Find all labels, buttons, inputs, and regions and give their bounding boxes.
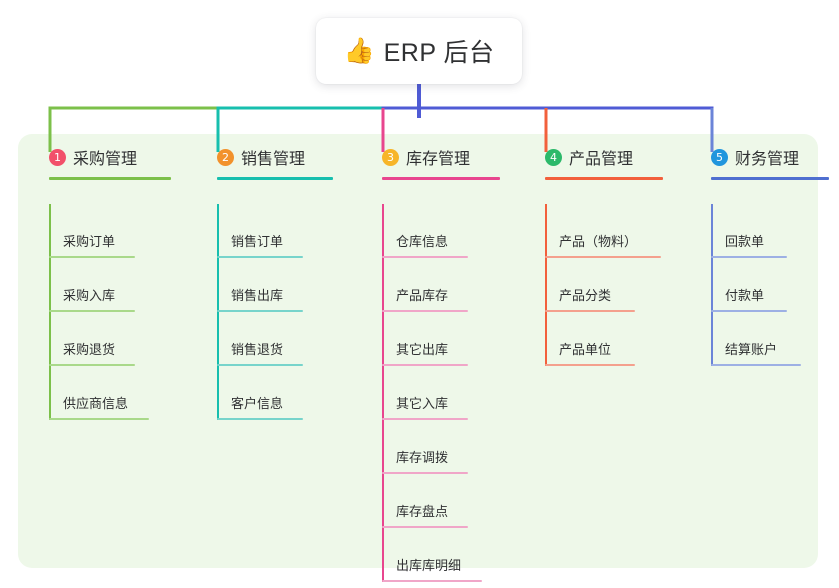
branch-column-1: 1 采购管理采购订单采购入库采购退货供应商信息 — [32, 144, 171, 420]
leaf-label: 结算账户 — [725, 342, 778, 357]
leaf-label: 产品（物料） — [559, 234, 638, 249]
leaf-item[interactable]: 其它入库 — [365, 366, 471, 420]
branch-spine — [49, 204, 51, 420]
leaf-label: 仓库信息 — [396, 234, 449, 249]
leaf-item[interactable]: 付款单 — [694, 258, 790, 312]
leaf-label: 销售出库 — [231, 288, 284, 303]
leaf-rule — [545, 364, 635, 366]
leaf-item[interactable]: 采购入库 — [32, 258, 138, 312]
branch-spine — [217, 204, 219, 420]
leaf-item[interactable]: 结算账户 — [694, 312, 804, 366]
branch-column-5: 5 财务管理回款单付款单结算账户 — [694, 144, 829, 366]
leaf-rule — [49, 418, 149, 420]
branch-column-4: 4 产品管理产品（物料） 产品分类产品单位 — [528, 144, 663, 366]
leaf-rule — [49, 310, 135, 312]
branch-column-3: 3 库存管理仓库信息产品库存其它出库其它入库库存调拨库存盘点出库库明细 — [365, 144, 500, 582]
leaf-label: 销售退货 — [231, 342, 284, 357]
leaf-item[interactable]: 采购退货 — [32, 312, 138, 366]
leaf-rule — [545, 256, 661, 258]
leaf-label: 库存盘点 — [396, 504, 449, 519]
leaf-rule — [382, 472, 468, 474]
branch-header-2[interactable]: 2 销售管理 — [200, 144, 305, 170]
leaf-label: 库存调拨 — [396, 450, 449, 465]
leaf-rule — [382, 580, 482, 582]
leaf-rule — [382, 256, 468, 258]
leaf-label: 回款单 — [725, 234, 765, 249]
leaf-rule — [711, 364, 801, 366]
branch-title: 销售管理 — [241, 151, 306, 168]
branch-header-rule — [49, 177, 171, 180]
branch-number-badge: 5 — [711, 148, 728, 166]
branch-header-rule — [382, 177, 500, 180]
leaf-item[interactable]: 采购订单 — [32, 204, 138, 258]
leaf-label: 产品库存 — [396, 288, 449, 303]
root-node-title: ERP 后台 — [383, 39, 495, 67]
leaf-label: 出库库明细 — [396, 558, 462, 573]
leaf-item[interactable]: 库存盘点 — [365, 474, 471, 528]
leaf-item[interactable]: 销售出库 — [200, 258, 306, 312]
branch-title: 财务管理 — [735, 151, 800, 168]
leaf-item[interactable]: 回款单 — [694, 204, 790, 258]
leaf-label: 销售订单 — [231, 234, 284, 249]
leaf-label: 其它入库 — [396, 396, 449, 411]
branch-spine — [711, 204, 713, 366]
leaf-item[interactable]: 库存调拨 — [365, 420, 471, 474]
leaf-label: 付款单 — [725, 288, 765, 303]
leaf-item[interactable]: 销售订单 — [200, 204, 306, 258]
branch-number-badge: 3 — [382, 148, 399, 166]
branch-title: 采购管理 — [73, 151, 138, 168]
branch-header-3[interactable]: 3 库存管理 — [365, 144, 470, 170]
branch-column-2: 2 销售管理销售订单销售出库销售退货客户信息 — [200, 144, 333, 420]
leaf-label: 客户信息 — [231, 396, 284, 411]
leaf-item[interactable]: 产品（物料） — [528, 204, 664, 258]
leaf-item[interactable]: 产品分类 — [528, 258, 638, 312]
branch-header-4[interactable]: 4 产品管理 — [528, 144, 633, 170]
leaf-rule — [49, 256, 135, 258]
leaf-label: 采购退货 — [63, 342, 116, 357]
branch-header-rule — [711, 177, 829, 180]
branch-header-5[interactable]: 5 财务管理 — [694, 144, 799, 170]
branch-spine — [545, 204, 547, 366]
leaf-rule — [545, 310, 635, 312]
branch-header-rule — [545, 177, 663, 180]
leaf-item[interactable]: 产品单位 — [528, 312, 638, 366]
branch-title: 库存管理 — [406, 151, 471, 168]
branch-title: 产品管理 — [569, 151, 634, 168]
leaf-label: 其它出库 — [396, 342, 449, 357]
leaf-item[interactable]: 供应商信息 — [32, 366, 152, 420]
branch-header-1[interactable]: 1 采购管理 — [32, 144, 137, 170]
leaf-item[interactable]: 销售退货 — [200, 312, 306, 366]
leaf-item[interactable]: 客户信息 — [200, 366, 306, 420]
leaf-label: 供应商信息 — [63, 396, 129, 411]
leaf-label: 采购订单 — [63, 234, 116, 249]
leaf-rule — [49, 364, 135, 366]
leaf-rule — [217, 256, 303, 258]
leaf-rule — [217, 418, 303, 420]
leaf-rule — [382, 310, 468, 312]
branch-number-badge: 4 — [545, 148, 562, 166]
leaf-label: 产品分类 — [559, 288, 612, 303]
leaf-item[interactable]: 出库库明细 — [365, 528, 485, 582]
leaf-rule — [711, 256, 787, 258]
leaf-label: 采购入库 — [63, 288, 116, 303]
leaf-item[interactable]: 仓库信息 — [365, 204, 471, 258]
leaf-rule — [382, 526, 468, 528]
leaf-rule — [711, 310, 787, 312]
thumbs-up-icon: 👍 — [343, 36, 375, 65]
leaf-item[interactable]: 其它出库 — [365, 312, 471, 366]
branches-panel — [18, 134, 818, 568]
branch-number-badge: 2 — [217, 148, 234, 166]
branch-number-badge: 1 — [49, 148, 66, 166]
leaf-item[interactable]: 产品库存 — [365, 258, 471, 312]
leaf-rule — [382, 364, 468, 366]
leaf-rule — [382, 418, 468, 420]
leaf-label: 产品单位 — [559, 342, 612, 357]
root-node-card[interactable]: 👍 ERP 后台 — [316, 18, 522, 84]
leaf-rule — [217, 310, 303, 312]
leaf-rule — [217, 364, 303, 366]
branch-spine — [382, 204, 384, 582]
branch-header-rule — [217, 177, 333, 180]
